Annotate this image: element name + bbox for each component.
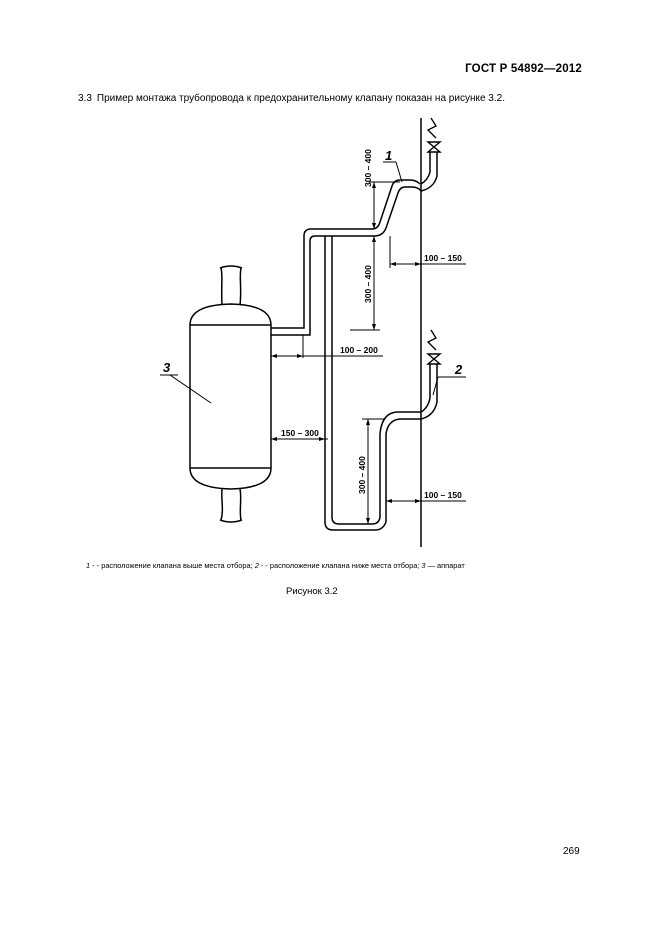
dim-300-400-mid: 300 – 400 xyxy=(363,265,373,303)
upper-pipe xyxy=(271,152,438,336)
legend-text-3: — аппарат xyxy=(425,561,465,570)
label-position-1: 1 xyxy=(385,148,392,163)
figure-legend: 1 - - расположение клапана выше места от… xyxy=(86,561,626,570)
dim-300-400-bottom: 300 – 400 xyxy=(357,456,367,494)
dim-100-150-bottom: 100 – 150 xyxy=(424,490,462,500)
legend-text-1: - - расположение клапана выше места отбо… xyxy=(90,561,255,570)
dim-300-400-top: 300 – 400 xyxy=(363,149,373,187)
apparatus-vessel xyxy=(189,265,272,523)
paragraph-3-3: 3.3 Пример монтажа трубопровода к предохр… xyxy=(78,93,598,104)
legend-num-3: 3 xyxy=(421,561,426,570)
dimension-arrows xyxy=(271,182,421,524)
lower-pipe xyxy=(324,236,438,531)
dim-100-200: 100 – 200 xyxy=(340,345,378,355)
label-position-3: 3 xyxy=(163,360,171,375)
document-header: ГОСТ Р 54892—2012 xyxy=(465,63,582,75)
top-break-symbol xyxy=(426,117,437,139)
legend-num-1: 1 xyxy=(86,561,91,570)
legend-text-2: - - расположение клапана ниже места отбо… xyxy=(258,561,422,570)
valve-bottom xyxy=(426,353,442,365)
valve-top xyxy=(426,141,442,153)
label-position-2: 2 xyxy=(454,362,463,377)
figure-title: Рисунок 3.2 xyxy=(286,586,338,597)
mid-break-symbol xyxy=(426,329,437,351)
dim-100-150-top: 100 – 150 xyxy=(424,253,462,263)
paragraph-number: 3.3 xyxy=(78,93,92,104)
paragraph-text: Пример монтажа трубопровода к предохрани… xyxy=(96,93,505,104)
dim-150-300: 150 – 300 xyxy=(281,428,319,438)
page-number: 269 xyxy=(563,846,580,857)
leader-3 xyxy=(169,374,212,404)
dimension-lines xyxy=(271,161,466,524)
legend-num-2: 2 xyxy=(254,561,259,570)
